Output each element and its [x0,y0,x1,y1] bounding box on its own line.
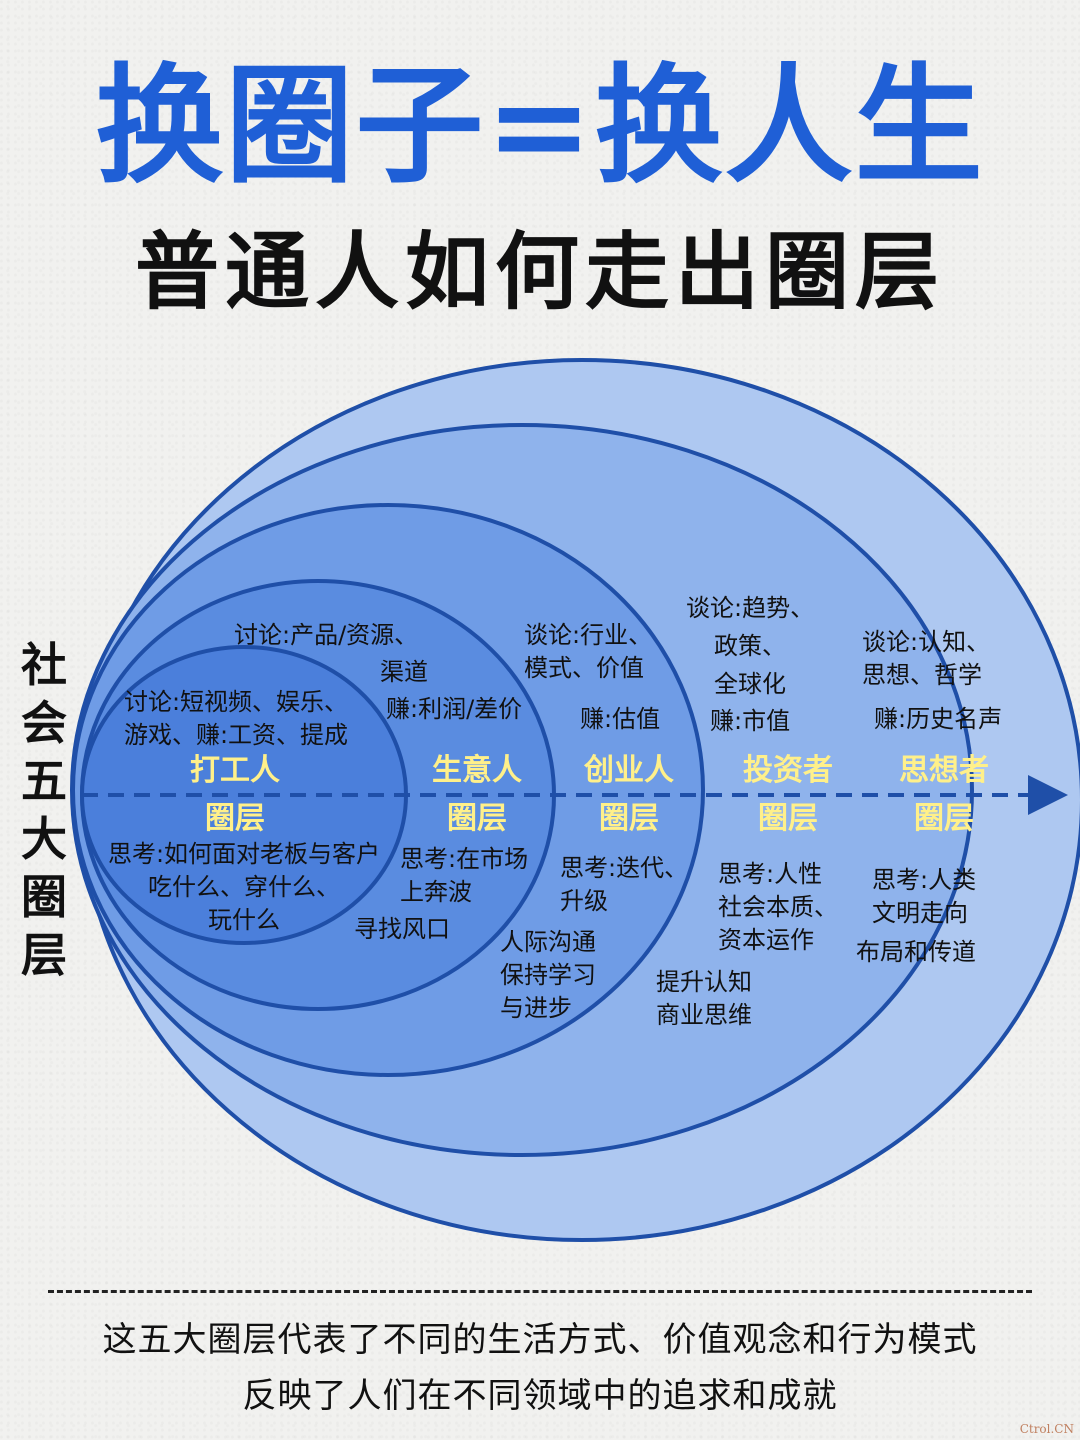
investor-discuss-line-3: 全球化 [714,670,786,698]
founder-suffix: 圈层 [599,801,659,836]
thinker-discuss-line-1: 谈论:认知、 [862,628,991,656]
thinker-extra: 布局和传道 [856,938,976,966]
investor-name: 投资者 [743,753,833,788]
founder-discuss: 谈论:行业、 模式、价值 [524,619,652,685]
business-earn: 赚:利润/差价 [386,695,523,723]
worker-think-line-3: 玩什么 [208,906,280,934]
watermark: Ctrol.CN [1019,1422,1074,1436]
footer-divider [48,1290,1032,1293]
founder-think-line-1: 思考:迭代、 [560,854,689,882]
business-think: 思考:在市场 上奔波 [400,843,528,909]
founder-think-line-2: 升级 [560,887,608,915]
business-discuss-line-1: 讨论:产品/资源、 [234,621,419,649]
thinker-think: 思考:人类 文明走向 [872,864,976,930]
founder-extra-line-1: 人际沟通 [500,928,596,956]
founder-think: 思考:迭代、 升级 [560,852,688,918]
investor-think: 思考:人性 社会本质、 资本运作 [718,858,838,957]
founder-extra-line-2: 保持学习 [500,961,596,989]
thinker-think-line-1: 思考:人类 [872,866,977,894]
thinker-name: 思想者 [899,753,989,788]
investor-think-line-3: 资本运作 [718,926,814,954]
worker-think-line-2: 吃什么、穿什么、 [148,873,340,901]
founder-earn: 赚:估值 [580,705,661,733]
worker-discuss-line-2: 游戏、赚:工资、提成 [123,721,349,749]
founder-discuss-line-1: 谈论:行业、 [524,621,653,649]
business-discuss-line-2: 渠道 [380,658,428,686]
worker-think-line-1: 思考:如何面对老板与客户 [107,840,381,868]
business-name: 生意人 [432,753,522,788]
thinker-earn: 赚:历史名声 [874,705,1003,733]
thinker-suffix: 圈层 [914,801,974,836]
investor-earn: 赚:市值 [710,707,791,735]
business-suffix: 圈层 [447,801,507,836]
investor-extra: 提升认知 商业思维 [656,966,752,1032]
investor-discuss-line-1: 谈论:趋势、 [686,594,815,622]
investor-discuss-line-2: 政策、 [714,632,786,660]
founder-discuss-line-2: 模式、价值 [524,654,644,682]
investor-extra-line-1: 提升认知 [656,968,752,996]
worker-discuss: 讨论:短视频、娱乐、 游戏、赚:工资、提成 [100,686,372,752]
side-label: 社会五大圈层 [21,638,67,982]
investor-think-line-1: 思考:人性 [718,860,823,888]
founder-extra-line-3: 与进步 [500,994,572,1022]
business-extra: 寻找风口 [354,915,450,943]
investor-think-line-2: 社会本质、 [718,893,838,921]
founder-name: 创业人 [584,753,674,788]
worker-think: 思考:如何面对老板与客户 吃什么、穿什么、 玩什么 [98,838,390,937]
thinker-discuss-line-2: 思想、哲学 [862,661,982,689]
worker-discuss-line-1: 讨论:短视频、娱乐、 [123,688,349,716]
footer-line-1: 这五大圈层代表了不同的生活方式、价值观念和行为模式 [102,1320,978,1360]
worker-suffix: 圈层 [205,801,265,836]
worker-name: 打工人 [190,753,280,788]
main-title: 换圈子=换人生 [95,52,985,201]
business-think-line-2: 上奔波 [400,878,472,906]
investor-extra-line-2: 商业思维 [656,1001,752,1029]
thinker-discuss: 谈论:认知、 思想、哲学 [862,626,990,692]
thinker-think-line-2: 文明走向 [872,899,968,927]
investor-suffix: 圈层 [758,801,818,836]
subtitle: 普通人如何走出圈层 [134,223,945,321]
business-think-line-1: 思考:在市场 [400,845,529,873]
founder-extra: 人际沟通 保持学习 与进步 [500,926,596,1025]
footer-line-2: 反映了人们在不同领域中的追求和成就 [242,1376,838,1416]
